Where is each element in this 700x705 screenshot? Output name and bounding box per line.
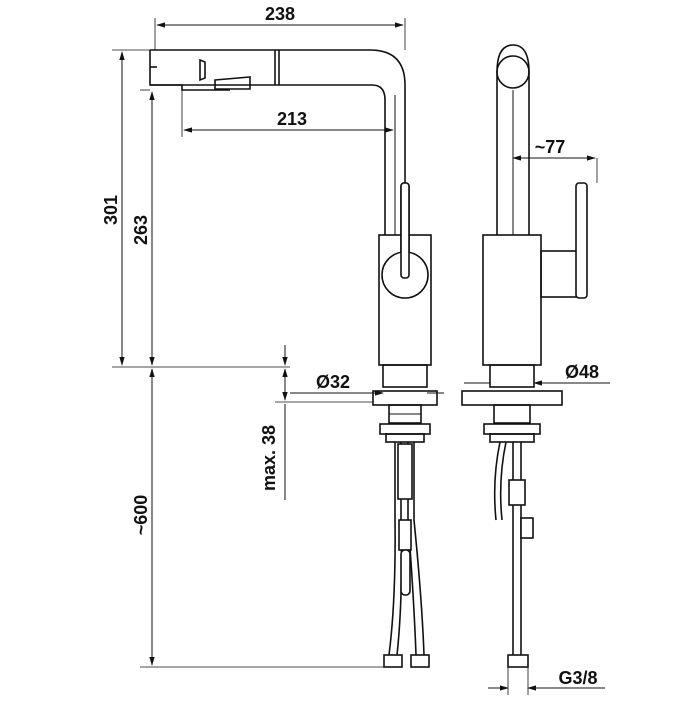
dim-d32-label: Ø32 <box>316 372 350 392</box>
front-view <box>149 49 438 668</box>
front-spout <box>149 49 406 235</box>
front-base <box>372 364 438 443</box>
dim-max38-label: max. 38 <box>259 425 279 491</box>
side-hoses <box>493 441 534 668</box>
side-view <box>461 44 588 668</box>
dim-g38-label: G3/8 <box>558 668 597 688</box>
dim-263-label: 263 <box>131 215 151 245</box>
side-base <box>461 364 563 443</box>
dim-301-label: 301 <box>101 195 121 225</box>
dim-238-label: 238 <box>265 4 295 24</box>
dim-77-label: ~77 <box>535 137 566 157</box>
dimension-lines <box>112 18 610 695</box>
side-spout <box>496 44 530 235</box>
dim-d48-label: Ø48 <box>565 362 599 382</box>
dim-213-label: 213 <box>277 109 307 129</box>
side-body <box>482 182 588 366</box>
front-hoses <box>383 442 430 668</box>
dim-600-label: ~600 <box>131 495 151 536</box>
front-body <box>378 182 432 366</box>
